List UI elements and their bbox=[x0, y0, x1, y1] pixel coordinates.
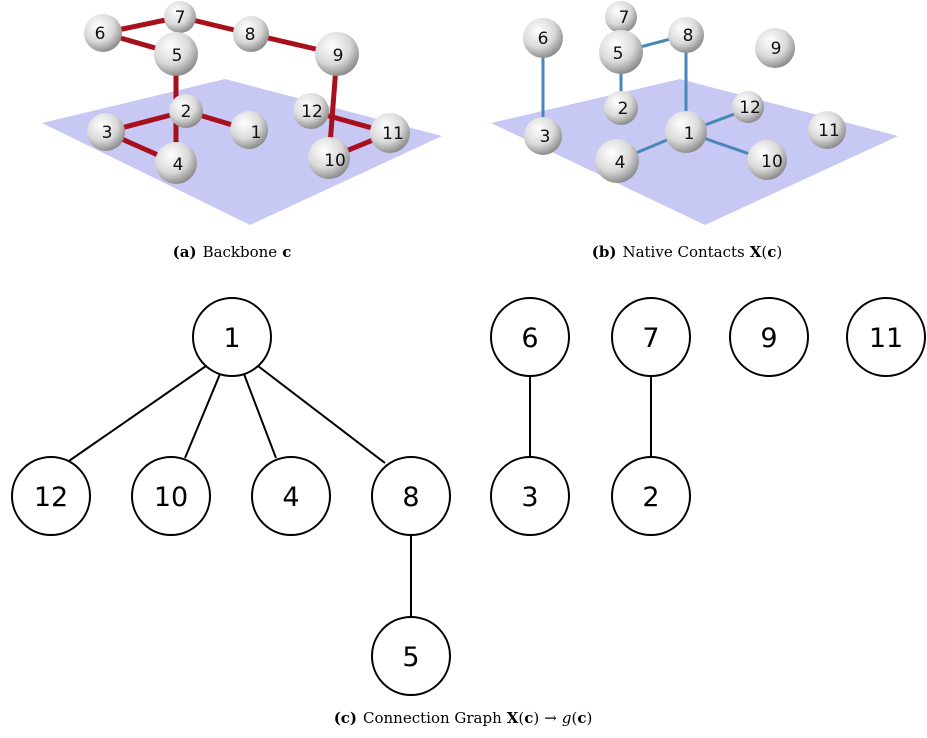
graph-nodes: 1 12 10 4 8 5 6 3 7 2 9 11 bbox=[11, 297, 926, 696]
svg-text:2: 2 bbox=[181, 102, 192, 122]
graph-node-6: 6 bbox=[490, 297, 570, 377]
panel-c-connection-graph: 1 12 10 4 8 5 6 3 7 2 9 11 (c)Connection… bbox=[11, 297, 926, 727]
svg-text:2: 2 bbox=[618, 99, 629, 119]
bead-b-2: 2 bbox=[604, 91, 638, 125]
svg-text:8: 8 bbox=[683, 26, 694, 46]
bead-b-6: 6 bbox=[523, 18, 563, 58]
graph-node-9: 9 bbox=[729, 297, 809, 377]
bead-b-4: 4 bbox=[595, 139, 639, 183]
svg-text:5: 5 bbox=[402, 642, 419, 673]
svg-text:3: 3 bbox=[521, 482, 538, 513]
bead-a-3: 3 bbox=[87, 113, 125, 151]
graph-edges bbox=[65, 365, 652, 617]
svg-text:9: 9 bbox=[333, 46, 344, 66]
svg-text:2: 2 bbox=[642, 482, 659, 513]
bead-a-6: 6 bbox=[84, 14, 122, 52]
graph-node-5: 5 bbox=[371, 616, 451, 696]
bead-b-9: 9 bbox=[755, 28, 795, 68]
svg-text:12: 12 bbox=[301, 102, 323, 122]
bead-b-1: 1 bbox=[665, 111, 707, 153]
bead-a-10: 10 bbox=[308, 137, 350, 179]
svg-text:3: 3 bbox=[540, 127, 551, 147]
svg-text:9: 9 bbox=[760, 323, 777, 354]
bead-a-5: 5 bbox=[154, 32, 198, 76]
bead-a-8: 8 bbox=[233, 16, 269, 52]
svg-text:11: 11 bbox=[869, 323, 903, 354]
graph-node-2: 2 bbox=[611, 456, 691, 536]
svg-text:10: 10 bbox=[761, 152, 783, 172]
svg-text:5: 5 bbox=[172, 46, 183, 66]
svg-text:11: 11 bbox=[818, 121, 840, 141]
bead-a-2: 2 bbox=[169, 94, 203, 128]
graph-node-8: 8 bbox=[371, 456, 451, 536]
edge-1-12 bbox=[65, 365, 207, 464]
svg-text:8: 8 bbox=[402, 482, 419, 513]
bead-b-11: 11 bbox=[808, 111, 846, 149]
svg-text:4: 4 bbox=[173, 155, 184, 175]
bead-b-12: 12 bbox=[732, 91, 764, 123]
bead-a-4: 4 bbox=[155, 142, 197, 184]
svg-text:8: 8 bbox=[245, 25, 256, 45]
svg-text:3: 3 bbox=[102, 123, 113, 143]
svg-text:10: 10 bbox=[324, 151, 346, 171]
graph-node-1: 1 bbox=[192, 297, 272, 377]
graph-node-11: 11 bbox=[846, 297, 926, 377]
svg-text:7: 7 bbox=[619, 8, 630, 28]
panel-a-plane bbox=[42, 79, 442, 225]
graph-node-7: 7 bbox=[611, 297, 691, 377]
svg-text:5: 5 bbox=[613, 44, 624, 64]
svg-text:1: 1 bbox=[684, 124, 695, 144]
edge-1-4 bbox=[243, 373, 277, 459]
panel-b-beads: 7 6 8 5 9 2 12 3 1 11 10 4 bbox=[523, 1, 846, 183]
svg-text:11: 11 bbox=[382, 124, 404, 144]
bead-a-11: 11 bbox=[370, 113, 410, 153]
svg-text:12: 12 bbox=[739, 98, 761, 118]
graph-node-3: 3 bbox=[490, 456, 570, 536]
svg-text:4: 4 bbox=[282, 482, 299, 513]
bead-a-7: 7 bbox=[164, 1, 196, 33]
svg-text:6: 6 bbox=[521, 323, 538, 354]
bead-a-12: 12 bbox=[293, 93, 329, 129]
svg-text:1: 1 bbox=[223, 323, 240, 354]
svg-text:1: 1 bbox=[251, 123, 262, 143]
edge-1-8 bbox=[257, 365, 386, 464]
svg-text:12: 12 bbox=[34, 482, 68, 513]
graph-node-4: 4 bbox=[251, 456, 331, 536]
svg-text:9: 9 bbox=[771, 39, 782, 59]
panel-a-beads: 7 6 8 5 9 2 12 3 1 11 10 4 bbox=[84, 1, 410, 184]
svg-text:7: 7 bbox=[642, 323, 659, 354]
bead-b-5: 5 bbox=[599, 30, 643, 74]
panel-b-native-contacts: 7 6 8 5 9 2 12 3 1 11 10 4 (b)Native Con… bbox=[491, 1, 898, 261]
svg-text:6: 6 bbox=[95, 24, 106, 44]
graph-node-10: 10 bbox=[131, 456, 211, 536]
svg-text:4: 4 bbox=[615, 153, 626, 173]
graph-node-12: 12 bbox=[11, 456, 91, 536]
bead-b-8: 8 bbox=[668, 17, 704, 53]
panel-b-plane bbox=[491, 79, 898, 225]
svg-text:6: 6 bbox=[538, 29, 549, 49]
bead-b-10: 10 bbox=[747, 140, 787, 180]
bead-b-3: 3 bbox=[524, 117, 562, 155]
svg-text:7: 7 bbox=[175, 8, 186, 28]
bead-a-1: 1 bbox=[230, 111, 268, 149]
bead-b-7: 7 bbox=[605, 1, 637, 33]
edge-1-10 bbox=[184, 373, 221, 459]
bead-a-9: 9 bbox=[315, 32, 359, 76]
svg-text:10: 10 bbox=[154, 482, 188, 513]
